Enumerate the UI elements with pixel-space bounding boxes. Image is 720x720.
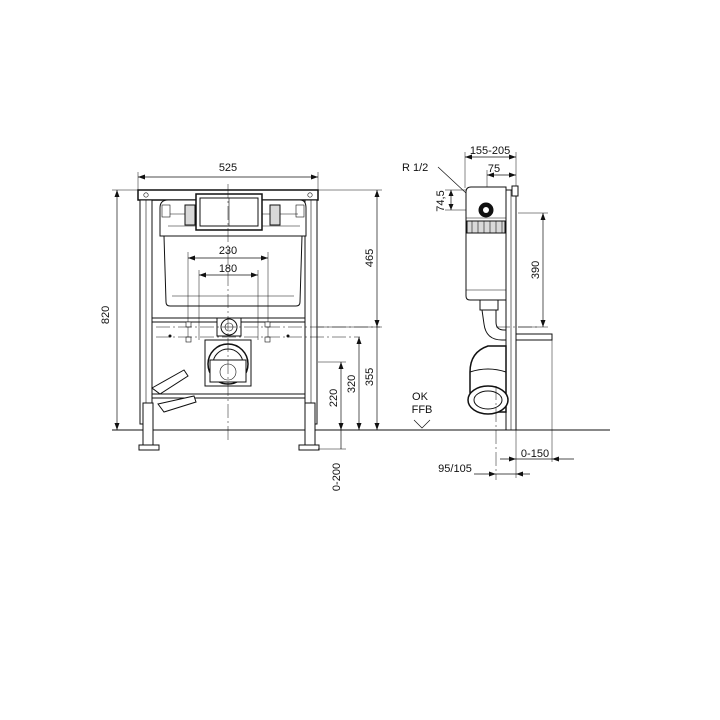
dim-label-74-5: 74,5 xyxy=(435,190,447,211)
floor-label-ffb: FFB xyxy=(412,404,433,416)
flush-pipe-side xyxy=(479,299,507,341)
frame-foot-left xyxy=(142,402,154,450)
front-view: 525 820 xyxy=(100,162,382,491)
frame-foot-right xyxy=(304,402,316,450)
dimension-320: 320 xyxy=(346,337,362,430)
dimension-width-total: 525 xyxy=(137,162,319,190)
dim-label-525: 525 xyxy=(219,162,237,174)
dimension-220: 220 xyxy=(318,361,346,430)
dim-label-155-205: 155-205 xyxy=(470,145,510,157)
bowl-support xyxy=(515,333,553,341)
cistern-side xyxy=(465,186,507,301)
thread-label: R 1/2 xyxy=(402,162,428,174)
dimension-355: 355 xyxy=(364,327,380,430)
dimension-155-205: 155-205 xyxy=(464,145,517,188)
frame-support-bracket xyxy=(151,369,189,395)
dimension-height-total: 820 xyxy=(100,189,140,430)
dimension-390: 390 xyxy=(518,212,548,328)
dim-label-320: 320 xyxy=(346,375,358,393)
dim-label-75: 75 xyxy=(488,163,500,175)
dimension-0-150: 0-150 xyxy=(500,448,574,462)
dim-label-0-150: 0-150 xyxy=(521,448,549,460)
dimension-95-105: 95/105 xyxy=(438,463,530,477)
dimension-foot-adjust: 0-200 xyxy=(318,430,346,491)
dim-label-220: 220 xyxy=(328,389,340,407)
dim-label-820: 820 xyxy=(100,306,112,324)
dim-label-95-105: 95/105 xyxy=(438,463,472,475)
dim-label-355: 355 xyxy=(364,368,376,386)
side-view: 155-205 75 R 1/2 74,5 xyxy=(402,145,574,480)
dim-label-465: 465 xyxy=(364,249,376,267)
finished-floor-marker: OK FFB xyxy=(412,391,433,429)
dim-label-0-200: 0-200 xyxy=(331,463,343,491)
dimension-465: 465 xyxy=(318,189,382,328)
floor-label-ok: OK xyxy=(412,391,429,403)
dimension-74-5: 74,5 xyxy=(435,189,480,212)
dim-label-390: 390 xyxy=(530,261,542,279)
drain-elbow-side xyxy=(467,345,509,415)
